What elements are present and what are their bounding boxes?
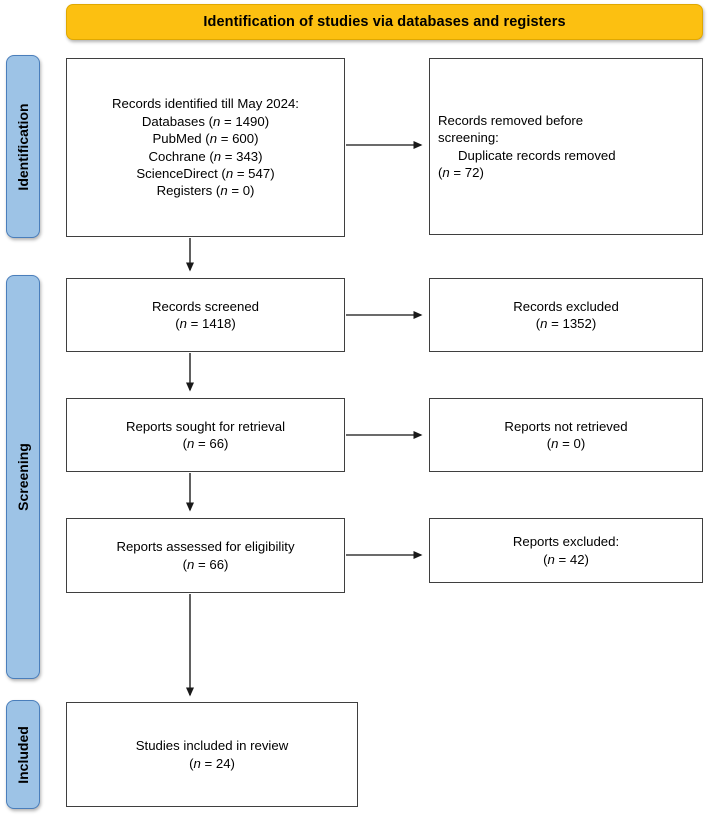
reports-sought-count: (n = 66) (182, 436, 229, 451)
records-screened-label: Records screened (151, 298, 260, 314)
box-records-screened: Records screened (n = 1418) (66, 278, 345, 352)
records-removed-line2: screening: (438, 130, 499, 146)
box-reports-not-retrieved-text: Reports not retrieved (n = 0) (438, 418, 694, 453)
reports-excluded-count: (n = 42) (543, 551, 589, 567)
box-studies-included: Studies included in review (n = 24) (66, 702, 358, 807)
records-identified-cochrane: Cochrane (n = 343) (148, 148, 263, 164)
studies-included-count: (n = 24) (189, 755, 235, 771)
stage-label-screening: Screening (6, 275, 40, 679)
box-reports-assessed: Reports assessed for eligibility (n = 66… (66, 518, 345, 593)
box-records-removed-text: Records removed before screening: Duplic… (438, 112, 694, 182)
banner-title: Identification of studies via databases … (203, 14, 566, 30)
reports-not-retrieved-count: (n = 0) (546, 436, 586, 451)
records-identified-pubmed: PubMed (n = 600) (152, 131, 259, 147)
studies-included-label: Studies included in review (135, 738, 289, 754)
box-studies-included-text: Studies included in review (n = 24) (75, 737, 349, 772)
stage-label-identification-text: Identification (15, 102, 31, 191)
records-removed-count: (n = 72) (438, 164, 484, 180)
stage-label-included: Included (6, 700, 40, 809)
box-records-excluded: Records excluded (n = 1352) (429, 278, 703, 352)
records-screened-count: (n = 1418) (175, 316, 236, 331)
records-identified-databases: Databases (n = 1490) (141, 113, 270, 129)
reports-excluded-label: Reports excluded: (512, 534, 620, 550)
box-records-identified-text: Records identified till May 2024: Databa… (75, 95, 336, 200)
reports-assessed-count: (n = 66) (182, 556, 229, 572)
box-records-excluded-text: Records excluded (n = 1352) (438, 298, 694, 333)
box-records-screened-text: Records screened (n = 1418) (75, 298, 336, 333)
reports-not-retrieved-label: Reports not retrieved (504, 418, 628, 434)
banner-identification: Identification of studies via databases … (66, 4, 703, 40)
box-records-identified: Records identified till May 2024: Databa… (66, 58, 345, 237)
reports-assessed-label: Reports assessed for eligibility (116, 539, 295, 555)
box-reports-sought-text: Reports sought for retrieval (n = 66) (75, 418, 336, 453)
reports-sought-label: Reports sought for retrieval (125, 418, 286, 434)
records-identified-registers: Registers (n = 0) (156, 183, 255, 199)
records-identified-title: Records identified till May 2024: (112, 96, 299, 112)
box-reports-excluded: Reports excluded: (n = 42) (429, 518, 703, 583)
records-removed-line3: Duplicate records removed (458, 147, 616, 163)
records-identified-sciencedirect: ScienceDirect (n = 547) (136, 165, 275, 181)
box-reports-assessed-text: Reports assessed for eligibility (n = 66… (75, 538, 336, 573)
stage-label-identification: Identification (6, 55, 40, 238)
stage-label-included-text: Included (15, 725, 31, 784)
box-records-removed: Records removed before screening: Duplic… (429, 58, 703, 235)
records-excluded-count: (n = 1352) (535, 316, 597, 331)
box-reports-excluded-text: Reports excluded: (n = 42) (438, 533, 694, 568)
stage-label-screening-text: Screening (15, 443, 31, 511)
box-reports-not-retrieved: Reports not retrieved (n = 0) (429, 398, 703, 472)
records-removed-line1: Records removed before (438, 112, 584, 128)
box-reports-sought: Reports sought for retrieval (n = 66) (66, 398, 345, 472)
records-excluded-label: Records excluded (513, 298, 619, 314)
